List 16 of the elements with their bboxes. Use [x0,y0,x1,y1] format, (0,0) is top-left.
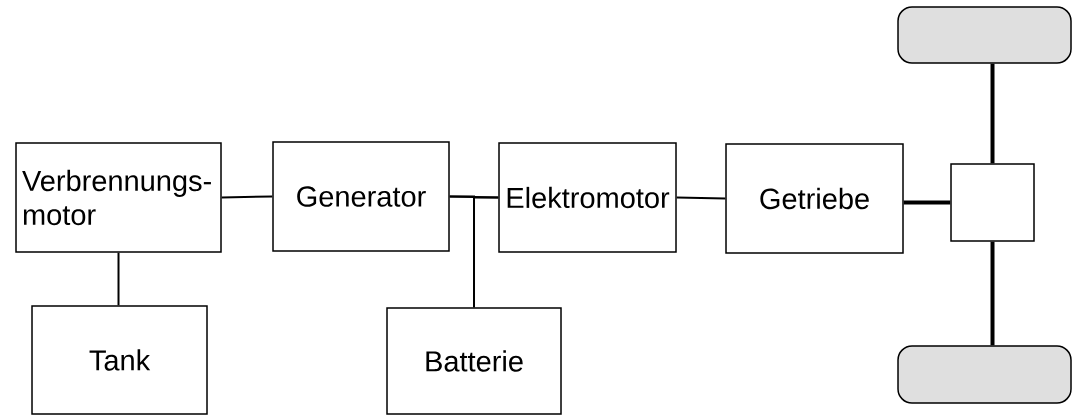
component-box: Tank [31,305,208,415]
component-box: Verbrennungs- motor [15,142,222,253]
wheel [897,345,1072,404]
connector-line [990,63,995,164]
connector-line [117,251,120,307]
wheel [897,6,1072,64]
connector-line [675,196,727,200]
connector-line [990,241,995,346]
connector-line [220,195,274,199]
component-box: Elektromotor [498,142,677,253]
connector-line [903,200,951,205]
component-box: Generator [272,141,450,252]
differential-box [950,163,1035,242]
component-box: Batterie [386,307,562,415]
component-box: Getriebe [725,143,904,254]
connector-line [473,196,500,309]
